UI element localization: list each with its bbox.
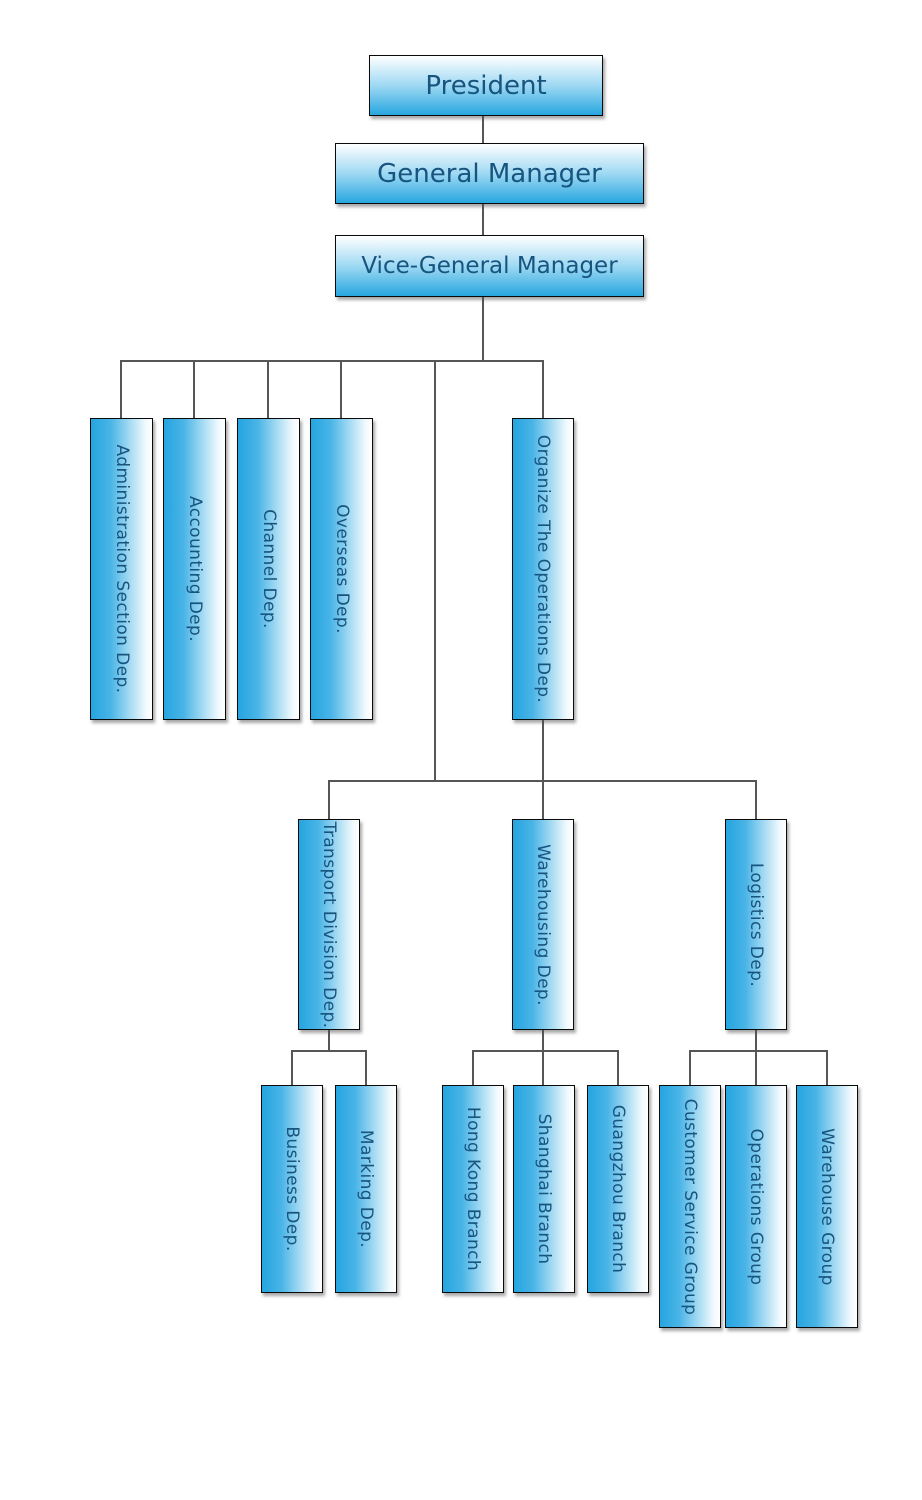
node-business-dep[interactable]: Business Dep. [261, 1085, 323, 1293]
connector-drop-marking [365, 1050, 367, 1085]
node-administration-section-dep[interactable]: Administration Section Dep. [90, 418, 153, 720]
node-customer-service-group-label: Customer Service Group [680, 1098, 700, 1315]
connector-rail-logistics-children [689, 1050, 828, 1052]
node-channel-dep[interactable]: Channel Dep. [237, 418, 300, 720]
node-organize-the-operations-dep-label: Organize The Operations Dep. [533, 434, 553, 704]
node-president-label: President [425, 70, 547, 101]
node-logistics-dep[interactable]: Logistics Dep. [725, 819, 787, 1030]
connector-drop-overseas [340, 360, 342, 418]
node-organize-the-operations-dep[interactable]: Organize The Operations Dep. [512, 418, 574, 720]
connector-logistics-stem [755, 1030, 757, 1085]
node-warehouse-group[interactable]: Warehouse Group [796, 1085, 858, 1328]
node-customer-service-group[interactable]: Customer Service Group [659, 1085, 721, 1328]
connector-drop-guangzhou [617, 1050, 619, 1085]
connector-warehousing-stem [542, 1030, 544, 1085]
node-operations-group[interactable]: Operations Group [725, 1085, 787, 1328]
node-administration-section-dep-label: Administration Section Dep. [111, 444, 132, 694]
node-hong-kong-branch[interactable]: Hong Kong Branch [442, 1085, 504, 1293]
connector-rail-tier2 [328, 780, 757, 782]
node-marking-dep[interactable]: Marking Dep. [335, 1085, 397, 1293]
connector-long-drop-tier2 [434, 360, 436, 782]
node-guangzhou-branch[interactable]: Guangzhou Branch [587, 1085, 649, 1293]
node-warehousing-dep[interactable]: Warehousing Dep. [512, 819, 574, 1030]
node-general-manager[interactable]: General Manager [335, 143, 644, 204]
node-transport-division-dep-label: Transport Division Dep. [319, 821, 339, 1028]
node-warehouse-group-label: Warehouse Group [817, 1127, 837, 1286]
node-business-dep-label: Business Dep. [282, 1126, 302, 1252]
node-overseas-dep[interactable]: Overseas Dep. [310, 418, 373, 720]
node-operations-group-label: Operations Group [746, 1127, 766, 1286]
connector-drop-transport [328, 780, 330, 819]
node-channel-dep-label: Channel Dep. [258, 509, 279, 629]
connector-vgm-drop [482, 297, 484, 362]
connector-drop-business [291, 1050, 293, 1085]
node-vice-general-manager-label: Vice-General Manager [361, 253, 618, 279]
node-general-manager-label: General Manager [377, 158, 602, 189]
connector-drop-warehouse-group [826, 1050, 828, 1085]
node-logistics-dep-label: Logistics Dep. [746, 862, 766, 987]
connector-rail-transport-children [291, 1050, 367, 1052]
node-hong-kong-branch-label: Hong Kong Branch [463, 1106, 483, 1272]
connector-drop-organize [542, 360, 544, 418]
connector-gm-vgm [482, 204, 484, 236]
node-president[interactable]: President [369, 55, 603, 116]
node-shanghai-branch-label: Shanghai Branch [534, 1113, 554, 1265]
connector-drop-channel [267, 360, 269, 418]
connector-president-gm [482, 116, 484, 144]
node-vice-general-manager[interactable]: Vice-General Manager [335, 235, 644, 297]
connector-rail-tier1 [120, 360, 544, 362]
node-marking-dep-label: Marking Dep. [356, 1129, 376, 1249]
node-shanghai-branch[interactable]: Shanghai Branch [513, 1085, 575, 1293]
connector-drop-customer-service [689, 1050, 691, 1085]
connector-drop-hong-kong [472, 1050, 474, 1085]
node-accounting-dep-label: Accounting Dep. [184, 495, 205, 643]
connector-rail-warehousing-children [472, 1050, 619, 1052]
connector-organize-to-tier2 [542, 720, 544, 819]
connector-drop-accounting [193, 360, 195, 418]
node-transport-division-dep[interactable]: Transport Division Dep. [298, 819, 360, 1030]
node-warehousing-dep-label: Warehousing Dep. [533, 843, 553, 1006]
node-guangzhou-branch-label: Guangzhou Branch [608, 1104, 628, 1274]
connector-drop-administration [120, 360, 122, 418]
connector-drop-logistics [755, 780, 757, 819]
node-accounting-dep[interactable]: Accounting Dep. [163, 418, 226, 720]
connector-transport-stem [328, 1030, 330, 1052]
node-overseas-dep-label: Overseas Dep. [331, 504, 352, 634]
